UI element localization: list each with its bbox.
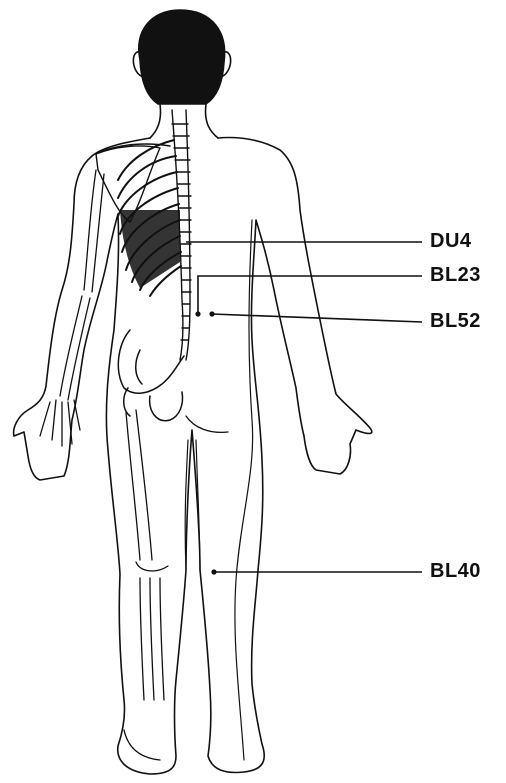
bl23-dot xyxy=(195,311,200,316)
neck xyxy=(150,104,218,138)
right-leg-line xyxy=(235,220,253,760)
leg-bones xyxy=(124,410,168,760)
bl52-dot xyxy=(209,311,214,316)
body-outline xyxy=(14,138,372,775)
label-bl23: BL23 xyxy=(430,264,481,287)
bl23-leader xyxy=(198,276,422,314)
head xyxy=(139,10,225,104)
bl40-dot xyxy=(211,569,216,574)
bl52-leader xyxy=(212,314,422,322)
pelvis xyxy=(118,330,184,421)
leader-lines xyxy=(186,242,422,572)
label-du4: DU4 xyxy=(430,230,472,253)
label-bl40: BL40 xyxy=(430,560,481,583)
label-bl52: BL52 xyxy=(430,310,481,333)
